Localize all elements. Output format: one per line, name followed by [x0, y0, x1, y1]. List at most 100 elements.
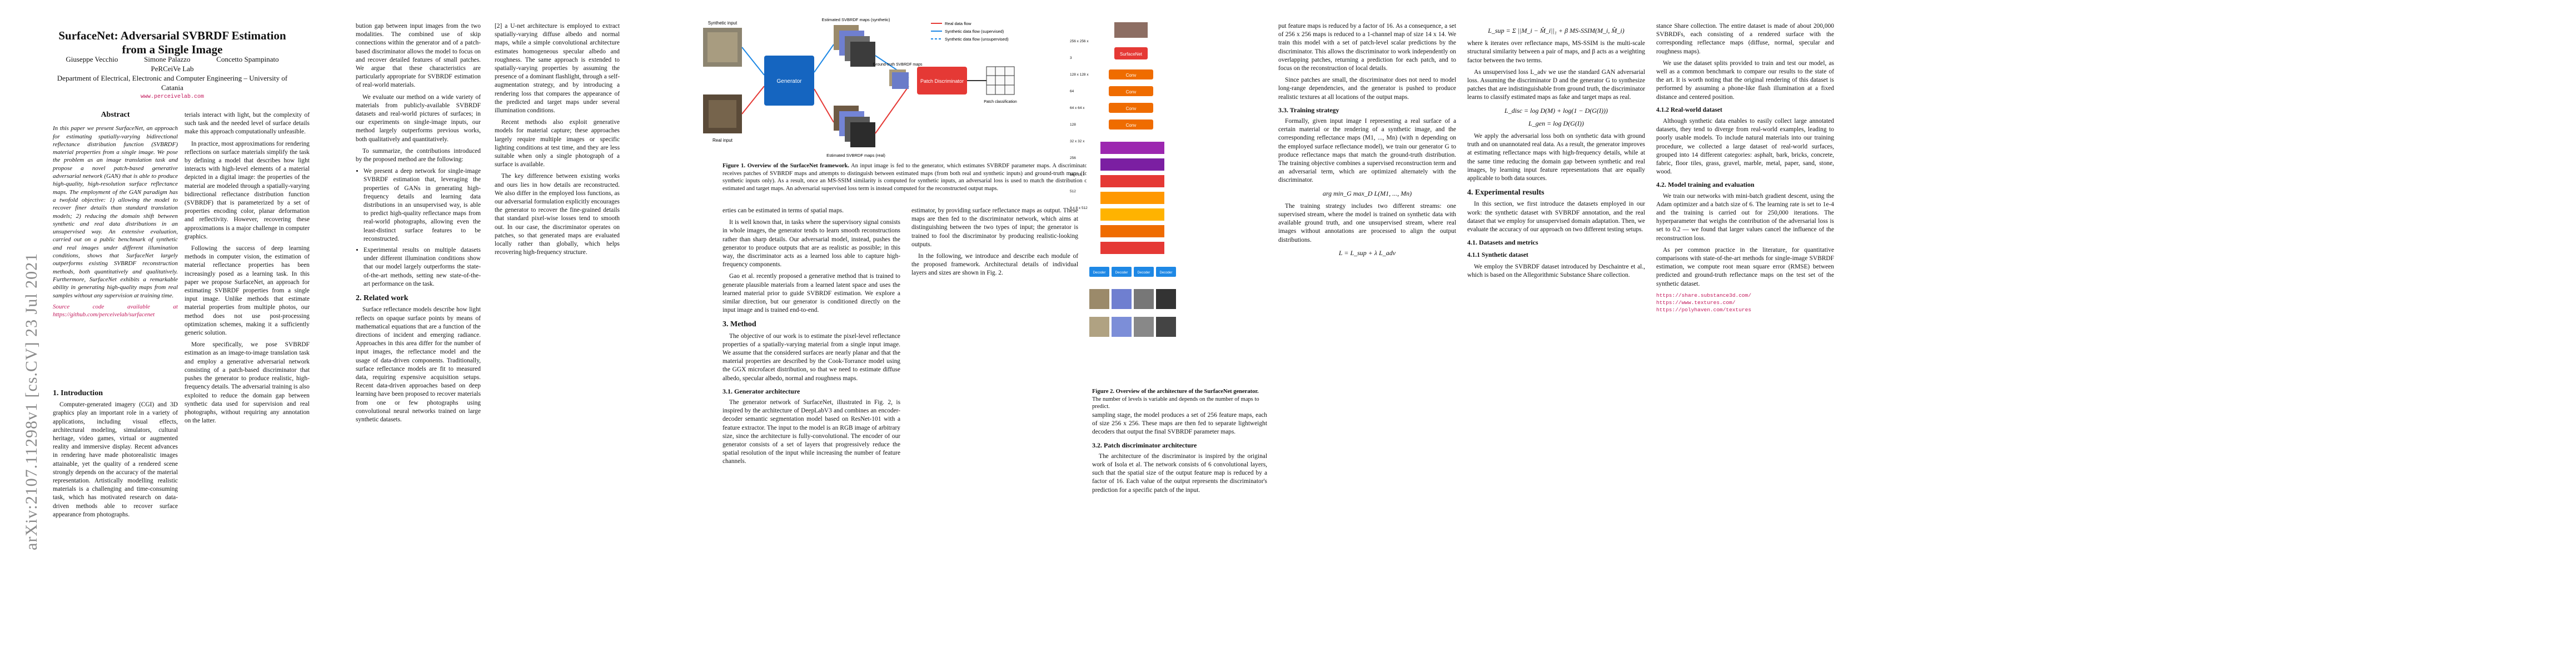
synthetic-input-label: Synthetic input [708, 21, 738, 26]
column-8: L_sup = Σ ||M_i − M̂_i||₁ + β MS-SSIM(M_… [1467, 22, 1645, 283]
paragraph: terials interact with light, but the com… [185, 112, 310, 136]
paragraph: As unsupervised loss L_adv we use the st… [1467, 68, 1645, 101]
paragraph: stance Share collection. The entire data… [1656, 23, 1834, 55]
paragraph: The architecture of the discriminator is… [1092, 452, 1267, 494]
dimension-labels: 256 x 256 x 3 128 x 128 x 64 64 x 64 x 1… [1070, 33, 1089, 217]
block-label: Conv [1126, 89, 1137, 94]
subsection-heading: 4.2. Model training and evaluation [1656, 181, 1755, 189]
paragraph: bution gap between input images from the… [356, 23, 481, 89]
paragraph: erties can be estimated in terms of spat… [723, 207, 844, 214]
paragraph: We train our networks with mini-batch gr… [1656, 192, 1834, 242]
lab-name: PeRCeiVe Lab [151, 64, 194, 73]
estimated-maps-real: Estimated SVBRDF maps (real) [826, 106, 885, 158]
block-label: Conv [1126, 106, 1137, 111]
abstract-text: In this paper we present SurfaceNet, an … [53, 125, 178, 299]
legend-entry: Synthetic data flow (unsupervised) [945, 37, 1009, 42]
paragraph: Gao et al. recently proposed a generativ… [723, 273, 900, 314]
abstract-heading: Abstract [101, 111, 130, 119]
section-heading: 2. Related work [356, 294, 408, 303]
subsection-heading: 3.2. Patch discriminator architecture [1092, 441, 1197, 449]
paragraph: Since patches are small, the discriminat… [1278, 77, 1456, 101]
equation: arg min_G max_D L(M1, ..., Mn) [1322, 189, 1412, 197]
list-item: We present a deep network for single-ima… [363, 167, 481, 243]
estimated-maps-synthetic: Estimated SVBRDF maps (synthetic) [822, 17, 890, 67]
subsubsection-heading: 4.1.1 Synthetic dataset [1467, 252, 1528, 259]
author-3: Concetto Spampinato [216, 55, 279, 63]
paragraph: put feature maps is reduced by a factor … [1278, 23, 1456, 72]
dim-label: 32 x 32 x 256 [1070, 140, 1085, 160]
column-1-intro: 1. Introduction Computer-generated image… [53, 384, 178, 522]
block-label: Decoder [1160, 271, 1173, 275]
paragraph: Following the success of deep learning m… [185, 245, 310, 337]
column-4: [2] a U-net architecture is employed to … [495, 22, 620, 260]
figure-1-diagram: Synthetic input Real input Generator Est… [703, 17, 1017, 158]
output-label: Patch classification [984, 100, 1017, 104]
affiliation: Department of Electrical, Electronic and… [57, 74, 288, 92]
dim-label: 64 x 64 x 128 [1070, 106, 1085, 127]
real-flow-arrow [741, 86, 765, 115]
arxiv-stamp: arXiv:2107.11298v1 [cs.CV] 23 Jul 2021 [3, 72, 41, 550]
list-item: Experimental results on multiple dataset… [363, 246, 481, 288]
paragraph: It is well known that, in tasks where th… [723, 219, 900, 268]
paragraph: The key difference between existing work… [495, 173, 620, 256]
figure-1-caption: Figure 1. Overview of the SurfaceNet fra… [723, 162, 1089, 192]
generator-block: Generator [764, 56, 814, 106]
conv-block: Conv [1109, 69, 1153, 79]
column-6b: sampling stage, the model produces a set… [1092, 411, 1267, 498]
subsection-heading: 3.3. Training strategy [1278, 106, 1339, 114]
conv-block: Conv [1109, 103, 1153, 113]
paragraph: [2] a U-net architecture is employed to … [495, 23, 620, 115]
abstract: Abstract In this paper we present Surfac… [53, 111, 178, 318]
discriminator-label: Patch Discriminator [920, 78, 964, 84]
legend-entry: Real data flow [945, 21, 971, 26]
ground-truth-maps: Ground-truth SVBRDF maps [873, 63, 923, 89]
figure-legend: Real data flow Synthetic data flow (supe… [931, 21, 1009, 42]
block-label: Decoder [1115, 271, 1128, 275]
section-heading: 4. Experimental results [1467, 188, 1544, 197]
footnote-link[interactable]: https://polyhaven.com/textures [1656, 306, 1752, 313]
column-2: terials interact with light, but the com… [185, 111, 310, 429]
discriminator-block: Patch Discriminator [917, 67, 967, 94]
dim-label: 256 x 256 x 3 [1070, 39, 1089, 60]
synthetic-input-image: Synthetic input [703, 21, 742, 67]
paragraph: The generator network of SurfaceNet, ill… [723, 399, 900, 465]
equation: L_disc = log D(M) + log(1 − D(G(I))) [1504, 106, 1608, 115]
gt-label: Ground-truth SVBRDF maps [873, 63, 923, 67]
paragraph: We employ the SVBRDF dataset introduced … [1467, 263, 1645, 278]
paragraph: In practice, most approximations for ren… [185, 140, 310, 240]
paragraph: In the following, we introduce and descr… [911, 253, 1078, 277]
feature-stack [1100, 142, 1164, 254]
caption-lead: Figure 1. Overview of the SurfaceNet fra… [723, 163, 850, 169]
paragraph: The objective of our work is to estimate… [723, 332, 900, 382]
source-code-link[interactable]: Source code available at https://github.… [53, 303, 178, 318]
generator-label: Generator [776, 78, 802, 84]
column-5: erties can be estimated in terms of spat… [723, 207, 900, 470]
figure-2-caption: Figure 2. Overview of the architecture o… [1092, 388, 1267, 411]
paragraph: Although synthetic data enables to easil… [1656, 118, 1834, 176]
equation: L = L_sup + λ L_adv [1338, 248, 1396, 257]
block-label: Conv [1126, 123, 1137, 128]
block-label: Decoder [1093, 271, 1106, 275]
paragraph: Formally, given input image I representi… [1278, 118, 1456, 184]
column-3: bution gap between input images from the… [356, 22, 481, 427]
caption-lead: Figure 2. Overview of the architecture o… [1092, 389, 1259, 395]
footnotes: https://share.substance3d.com/ https://w… [1656, 292, 1834, 313]
footnote-link[interactable]: https://www.textures.com/ [1656, 299, 1736, 306]
lab-website[interactable]: www.perceivelab.com [140, 94, 205, 100]
synthetic-flow-arrow [741, 47, 765, 76]
conv-block: Conv [1109, 86, 1153, 96]
paragraph: where k iterates over reflectance maps, … [1467, 40, 1645, 64]
equation: L_gen = log D(G(I)) [1528, 119, 1584, 127]
equation: L_sup = Σ ||M_i − M̂_i||₁ + β MS-SSIM(M_… [1488, 27, 1625, 34]
paragraph: To summarize, the contributions introduc… [356, 147, 481, 163]
dim-label: 128 x 128 x 64 [1070, 73, 1089, 93]
footnote-link[interactable]: https://share.substance3d.com/ [1656, 292, 1752, 298]
output-grid: Patch classification [984, 66, 1017, 104]
paragraph: We evaluate our method on a wide variety… [356, 93, 481, 143]
paragraph: Computer-generated imagery (CGI) and 3D … [53, 401, 178, 518]
encoder-block: SurfaceNet [1114, 47, 1148, 59]
subsection-heading: 3.1. Generator architecture [723, 387, 800, 395]
contributions-list: We present a deep network for single-ima… [363, 167, 481, 288]
author-1: Giuseppe Vecchio [66, 55, 118, 63]
